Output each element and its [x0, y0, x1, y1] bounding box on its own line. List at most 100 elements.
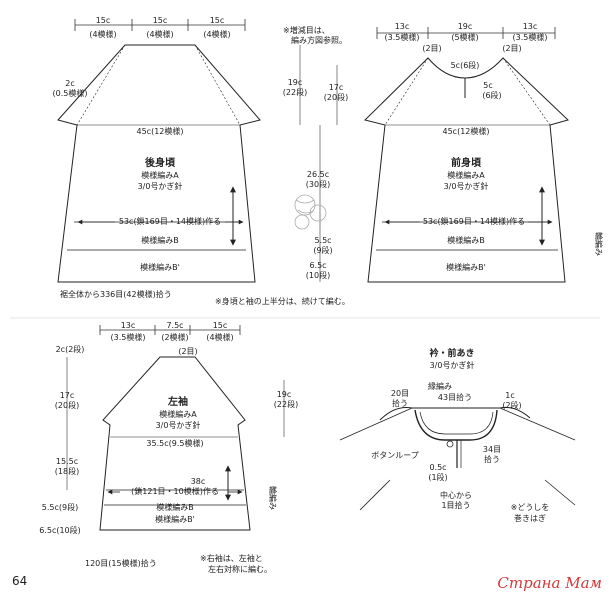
front-top-width-2: 19c	[458, 22, 473, 31]
front-top-width-3: 13c	[523, 22, 538, 31]
collar-right-rows: (2段)	[502, 400, 521, 410]
collar-together-1: ※どうしを	[511, 503, 550, 512]
collar-center-pick: 43目拾う	[438, 392, 472, 402]
sleeve-top-width-3: 15c	[213, 321, 228, 330]
collar-right: 1c	[505, 391, 515, 400]
front-chain: 53c(鎖169目・14模様)作る	[423, 216, 525, 226]
sleeve-top-width-2: 7.5c	[166, 321, 183, 330]
collar-center-from: 中心から	[440, 490, 472, 500]
front-corner-rows-left: (2目)	[422, 44, 441, 53]
front-corner-rows-right: (2目)	[502, 44, 521, 53]
site-watermark: Страна Мам	[497, 574, 602, 592]
collar-together-2: 巻きはぎ	[514, 513, 546, 523]
back-pickup: 裾全体から336目(42模様)拾う	[60, 289, 172, 299]
collar-half: 0.5c	[429, 463, 446, 472]
center-note-2: 編み方図参照。	[291, 35, 347, 45]
center-h5-rows: (10段)	[306, 270, 330, 280]
sleeve-top-pattern-1: (3.5模様)	[111, 332, 146, 342]
sleeve-band-b: 模様編みB	[156, 502, 194, 512]
front-pattern-a: 模様編みA	[447, 170, 485, 180]
sleeve-h-upper: 17c	[60, 391, 75, 400]
sleeve-shoulder: 2c(2段)	[56, 344, 85, 354]
sleeve-note-1: ※右袖は、左袖と	[200, 553, 263, 563]
back-band-b2: 模様編みB'	[140, 262, 180, 272]
sleeve-h-right: 19c	[277, 390, 292, 399]
sleeve-top-width-1: 13c	[121, 321, 136, 330]
sleeve-h-mid: 15.5c	[56, 457, 78, 466]
back-shoulder-rows: (0.5模様)	[53, 88, 88, 98]
collar-pick34-2: 拾う	[484, 454, 500, 464]
collar-left-pick: 20目	[391, 389, 409, 398]
collar-pick34: 34目	[483, 445, 501, 454]
front-title: 前身頃	[451, 156, 482, 169]
collar-title: 衿・前あき	[429, 347, 474, 359]
sleeve-hook: 3/0号かぎ針	[156, 420, 201, 430]
sleeve-pickup: 120目(15模様)拾う	[85, 558, 157, 568]
center-h1: 19c	[288, 78, 303, 87]
back-pattern-a: 模様編みA	[141, 170, 179, 180]
sleeve-chain: (鎖121目・10模様)作る	[131, 486, 219, 496]
yarn-ball-illustration	[294, 194, 327, 230]
sleeve-title: 左袖	[167, 395, 188, 408]
front-top-pattern-1: (3.5模様)	[385, 32, 420, 42]
collar-loop-label: ボタンループ	[371, 451, 419, 460]
sleeve-top-rows: (2目)	[178, 347, 197, 356]
collar-center-from-2: 1目拾う	[441, 500, 470, 510]
back-outline	[57, 44, 261, 283]
front-hook: 3/0号かぎ針	[444, 181, 489, 191]
sleeve-schematic: 13c (3.5模様) 7.5c (2模様) 15c (4模様) (2目) 2c…	[39, 321, 298, 574]
front-body-schematic: 13c (3.5模様) 19c (5模様) 13c (3.5模様) (2目) (…	[364, 22, 604, 283]
collar-neckline	[379, 407, 531, 421]
collar-half-rows: (1段)	[428, 472, 447, 482]
front-top-pattern-3: (3.5模様)	[513, 32, 548, 42]
sleeve-top-pattern-2: (2模様)	[161, 332, 188, 342]
collar-hook: 3/0号かぎ針	[430, 360, 475, 370]
center-note-1: ※増減目は、	[283, 25, 330, 35]
back-shoulder: 2c	[65, 79, 75, 88]
sleeve-outline	[99, 356, 251, 531]
collar-left-pick-2: 拾う	[392, 398, 408, 408]
sleeve-note-2: 左右対称に編む。	[208, 564, 272, 574]
center-h4: 5.5c	[314, 236, 331, 245]
back-top-width-1: 15c	[96, 16, 111, 25]
center-h4-rows: (9段)	[313, 245, 332, 255]
collar-stitch: 縁編み	[428, 381, 452, 391]
center-h2: 17c	[329, 83, 344, 92]
collar-detail: 衿・前あき 3/0号かぎ針 縁編み 20目 拾う 43目拾う 1c (2段) ボ…	[339, 347, 576, 523]
sleeve-h-mid-rows: (18段)	[55, 466, 79, 476]
front-slit-rows: (6段)	[482, 90, 501, 100]
back-top-pattern-3: (4模様)	[203, 29, 230, 39]
sleeve-h-right-rows: (22段)	[274, 399, 298, 409]
center-h2-rows: (20段)	[324, 92, 348, 102]
front-neck-depth: 5c(6段)	[451, 60, 480, 70]
sleeve-edge-label: 輪編み	[268, 486, 278, 510]
center-h3-rows: (30段)	[306, 179, 330, 189]
back-mid-width: 45c(12模様)	[137, 126, 184, 136]
center-h1-rows: (22段)	[283, 87, 307, 97]
page-number: 64	[12, 574, 27, 588]
back-top-width-2: 15c	[153, 16, 168, 25]
front-mid-width: 45c(12模様)	[443, 126, 490, 136]
sleeve-pattern-a: 模様編みA	[159, 409, 197, 419]
back-band-b: 模様編みB	[141, 235, 179, 245]
back-top-pattern-2: (4模様)	[146, 29, 173, 39]
front-outline	[364, 57, 569, 283]
front-slit-length: 5c	[483, 81, 493, 90]
back-chain: 53c(鎖169目・14模様)作る	[119, 216, 221, 226]
back-title: 後身頃	[145, 156, 176, 169]
sleeve-h-b: 5.5c(9段)	[42, 502, 78, 512]
front-band-b2: 模様編みB'	[446, 262, 486, 272]
center-h5: 6.5c	[309, 261, 326, 270]
center-note-continuous: ※身頃と袖の上半分は、続けて編む。	[215, 296, 350, 306]
back-top-pattern-1: (4模様)	[89, 29, 116, 39]
sleeve-chain-width: 38c	[191, 477, 206, 486]
front-edge-label: 輪編み	[594, 232, 604, 256]
sleeve-h-b2: 6.5c(10段)	[39, 525, 81, 535]
sleeve-top-pattern-3: (4模様)	[206, 332, 233, 342]
back-top-width-3: 15c	[210, 16, 225, 25]
center-h3: 26.5c	[307, 170, 329, 179]
front-band-b: 模様編みB	[447, 235, 485, 245]
sleeve-mid-width: 35.5c(9.5模様)	[146, 438, 203, 448]
